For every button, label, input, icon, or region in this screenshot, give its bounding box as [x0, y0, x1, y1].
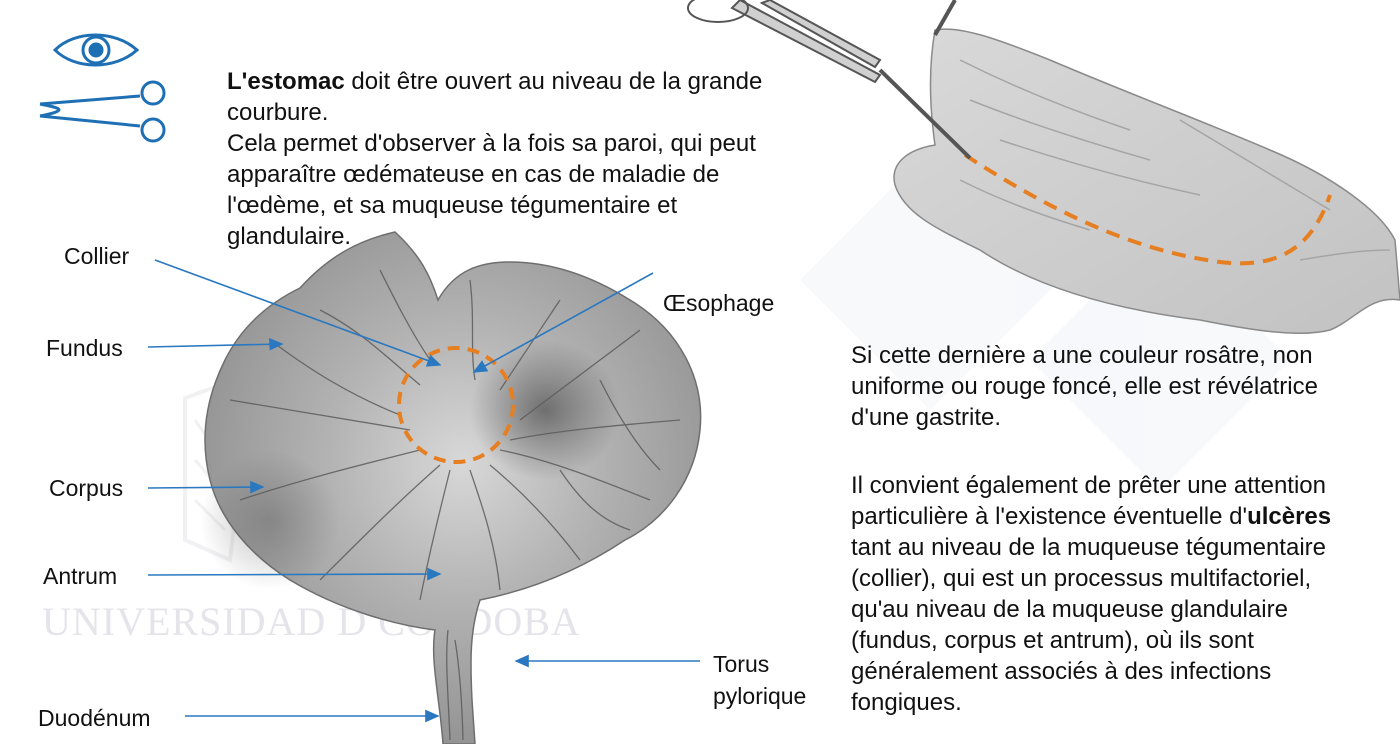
- ulcers-line5: qu'au niveau de la muqueuse glandulaire: [851, 596, 1288, 623]
- label-torus-line1: Torus: [713, 651, 770, 677]
- intro-line5: l'œdème, et sa muqueuse tégumentaire et: [227, 192, 678, 219]
- ulcers-line2: particulière à l'existence éventuelle d': [851, 503, 1248, 530]
- label-oesophage: Œsophage: [663, 290, 775, 316]
- stomach-opening-illustration: [893, 28, 1400, 334]
- label-antrum: Antrum: [43, 563, 118, 589]
- ulcers-line8: fongiques.: [851, 689, 962, 716]
- gastritis-line2: uniforme ou rouge foncé, elle est révéla…: [851, 373, 1318, 400]
- label-arrows: [147, 259, 700, 723]
- intro-line6: glandulaire.: [227, 223, 352, 250]
- ulcers-line6: (fundus, corpus et antrum), où ils sont: [851, 627, 1254, 654]
- intro-paragraph: L'estomac doit être ouvert au niveau de …: [227, 66, 837, 252]
- scissors-icon: [39, 80, 166, 143]
- gastritis-paragraph: Si cette dernière a une couleur rosâtre,…: [851, 340, 1396, 433]
- intro-line3: Cela permet d'observer à la fois sa paro…: [227, 130, 756, 157]
- eye-icon: [52, 33, 140, 67]
- label-collier: Collier: [64, 243, 130, 269]
- watermark-text: UNIVERSIDAD D CÓRDOBA: [42, 599, 581, 644]
- label-torus-line2: pylorique: [713, 683, 807, 709]
- stomach-opened: [200, 231, 702, 744]
- label-fundus: Fundus: [46, 335, 123, 361]
- intro-bold: L'estomac: [227, 68, 345, 95]
- ulcers-paragraph: Il convient également de prêter une atte…: [851, 470, 1396, 718]
- label-corpus: Corpus: [49, 475, 124, 501]
- ulcers-line1: Il convient également de prêter une atte…: [851, 472, 1326, 499]
- label-duodenum: Duodénum: [38, 705, 151, 731]
- ulcers-bold: ulcères: [1247, 503, 1332, 530]
- gastritis-line1: Si cette dernière a une couleur rosâtre,…: [851, 342, 1313, 369]
- gastritis-line3: d'une gastrite.: [851, 404, 1002, 431]
- intro-line1: doit être ouvert au niveau de la grande: [344, 68, 763, 95]
- ulcers-line7: généralement associés à des infections: [851, 658, 1272, 685]
- intro-line4: apparaître œdémateuse en cas de maladie …: [227, 161, 720, 188]
- ulcers-line4: (collier), qui est un processus multifac…: [851, 565, 1312, 592]
- label-torus-pylorique: Torus pylorique: [713, 648, 806, 712]
- forceps-icon: [687, 0, 972, 160]
- cut-line: [963, 153, 1332, 266]
- intro-line2: courbure.: [227, 99, 329, 126]
- ulcers-line3: tant au niveau de la muqueuse tégumentai…: [851, 534, 1326, 561]
- oesophagus-region-marker: [397, 346, 515, 464]
